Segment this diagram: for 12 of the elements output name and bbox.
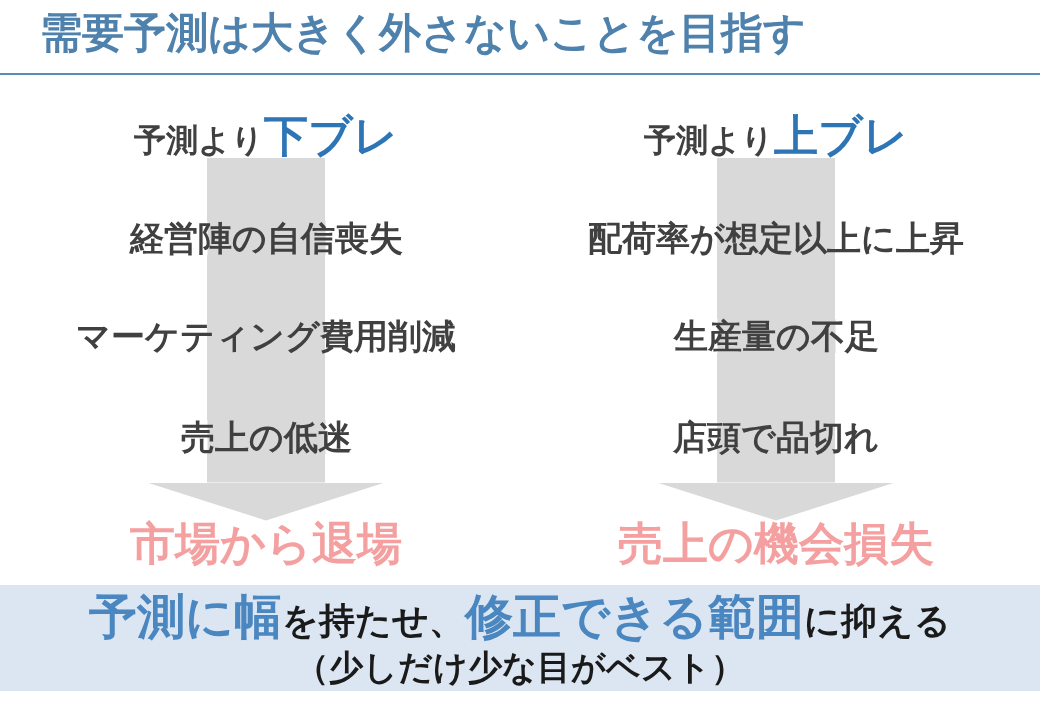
column-heading: 予測より上ブレ xyxy=(644,114,908,158)
block-arrow xyxy=(657,454,895,521)
outcome-text: 市場から退場 xyxy=(130,520,402,566)
title: 需要予測は大きく外さないことを目指す xyxy=(40,12,806,54)
summary-band xyxy=(0,585,1040,691)
column-heading: 予測より下ブレ xyxy=(134,114,398,158)
block-arrow xyxy=(147,454,385,521)
step-text: 経営陣の自信喪失 xyxy=(129,221,403,255)
step-text: マーケティング費用削減 xyxy=(76,319,456,353)
outcome-text: 売上の機会損失 xyxy=(618,520,934,566)
step-text: 配荷率が想定以上に上昇 xyxy=(588,221,964,255)
note-text: （少しだけ少な目がベスト） xyxy=(295,650,745,684)
